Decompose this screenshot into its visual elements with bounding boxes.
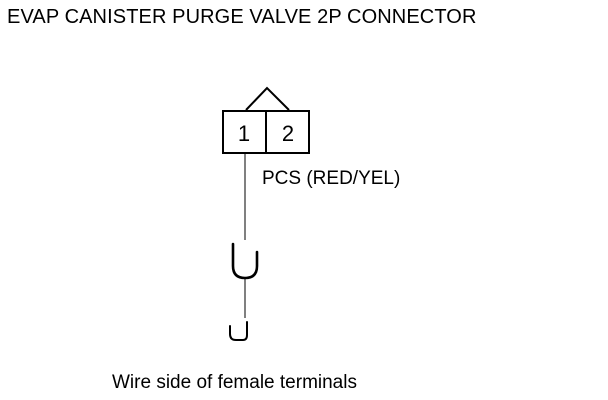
pin-2-label: 2 xyxy=(282,121,294,146)
backprobe-hook-icon xyxy=(229,321,248,341)
wire-label: PCS (RED/YEL) xyxy=(262,168,401,189)
connector-latch-icon xyxy=(245,86,290,111)
diagram-title: EVAP CANISTER PURGE VALVE 2P CONNECTOR xyxy=(7,6,477,28)
diagram-caption: Wire side of female terminals xyxy=(112,372,357,393)
probe-tip-icon xyxy=(231,242,259,280)
pin-1-label: 1 xyxy=(238,121,250,146)
